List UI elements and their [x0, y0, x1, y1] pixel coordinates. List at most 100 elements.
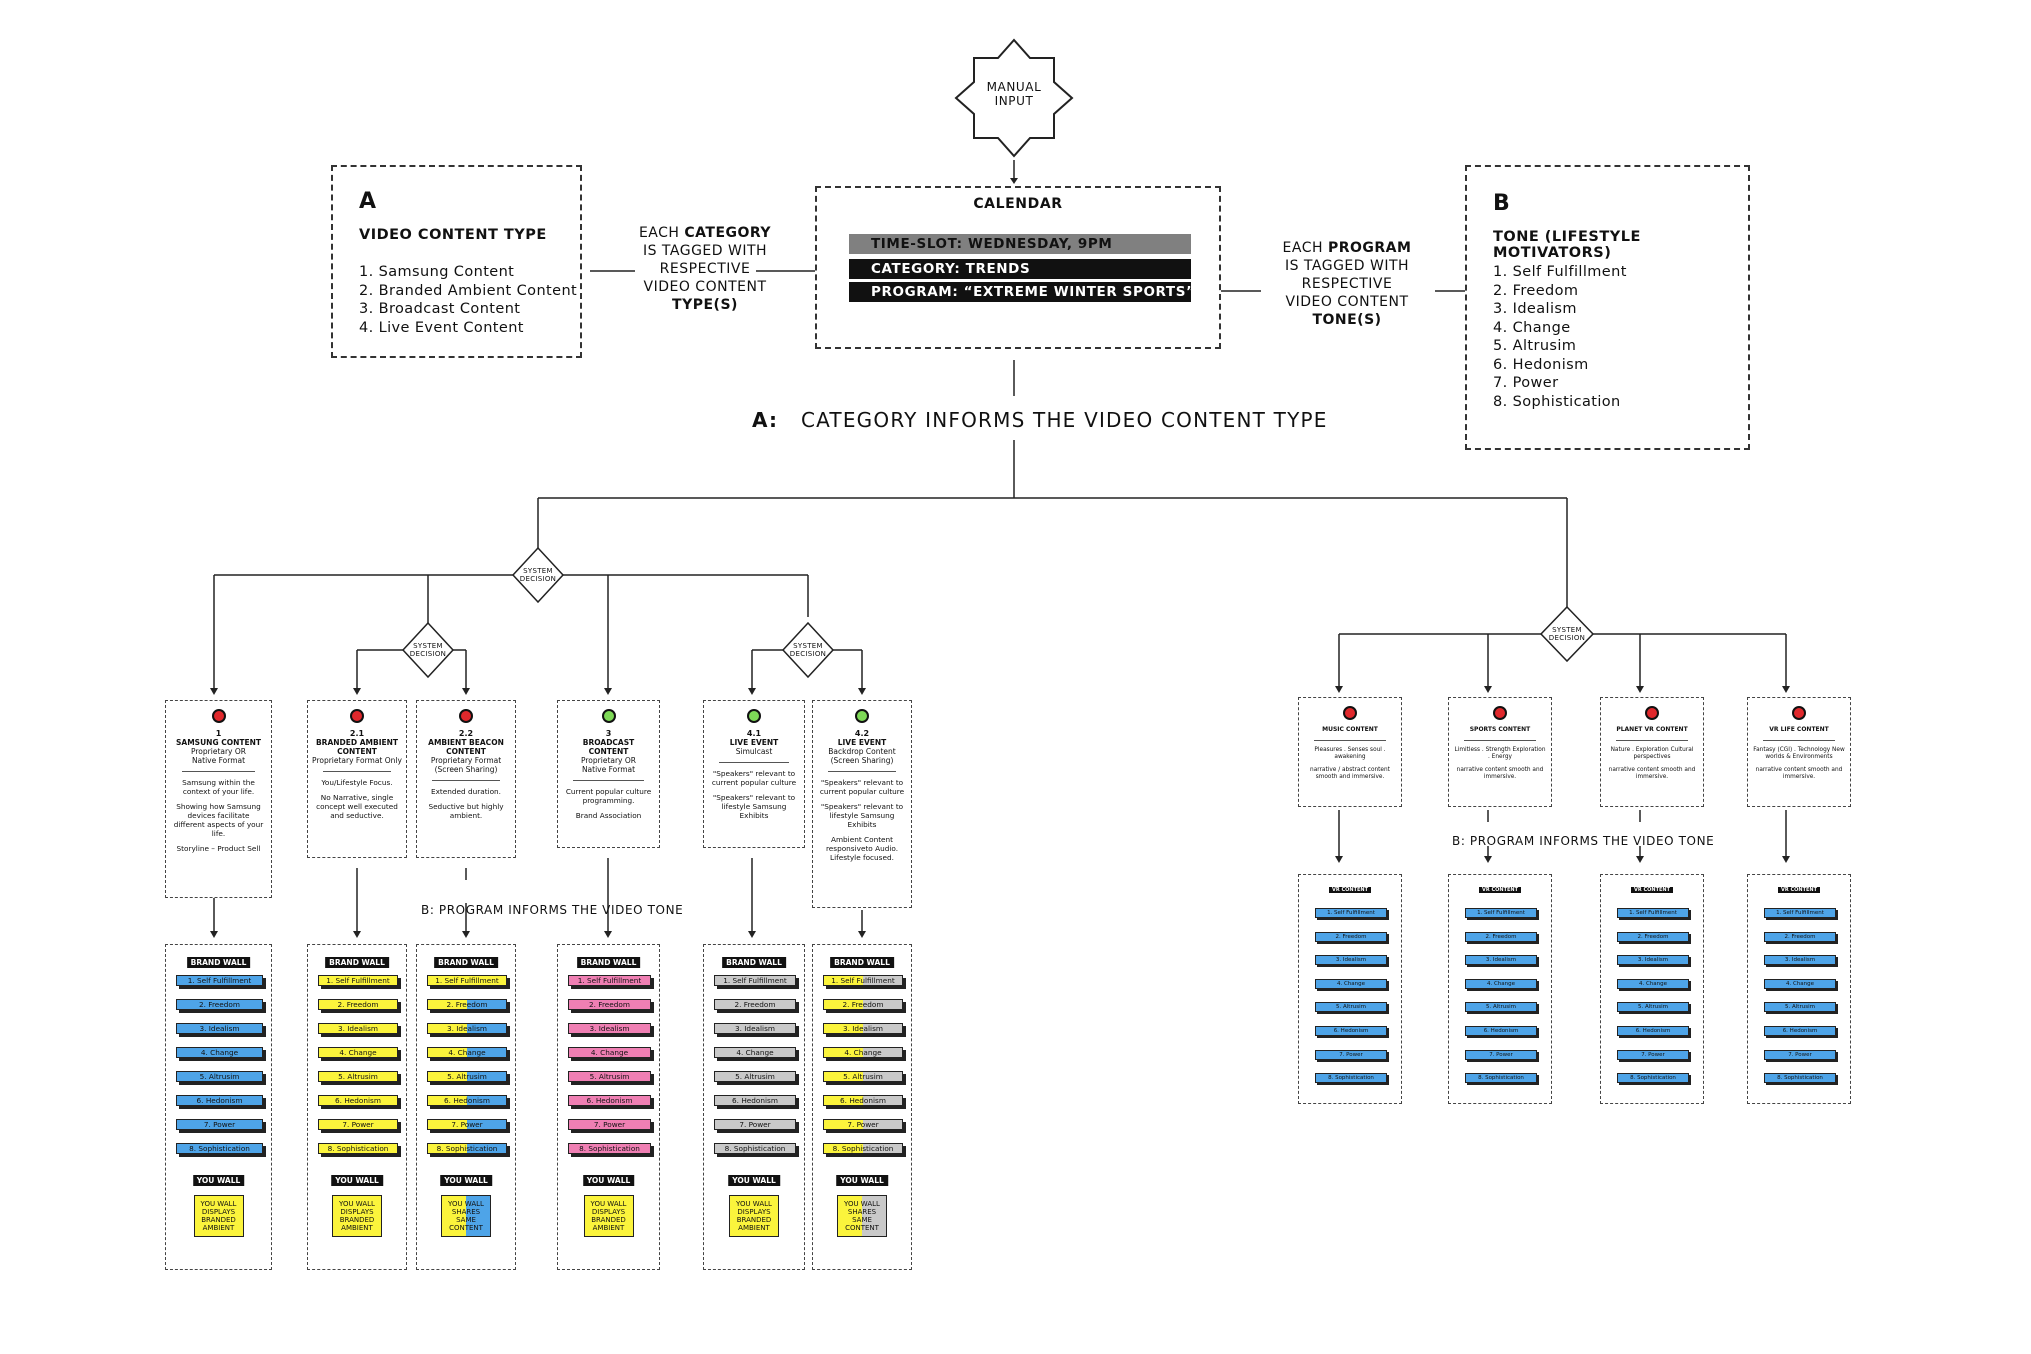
tone-button[interactable]: 2. Freedom	[823, 999, 903, 1010]
column-body-paragraph: Seductive but highly ambient.	[428, 802, 504, 820]
tone-button[interactable]: 5. Altrusim	[568, 1071, 651, 1082]
tone-button[interactable]: 4. Change	[318, 1047, 398, 1058]
tone-button[interactable]: 3. Idealism	[1617, 955, 1689, 966]
tone-button[interactable]: 4. Change	[823, 1047, 903, 1058]
divider	[1464, 740, 1536, 741]
content-type-item: 1. Samsung Content	[359, 264, 515, 280]
tone-button[interactable]: 2. Freedom	[1617, 931, 1689, 942]
tone-button[interactable]: 7. Power	[176, 1119, 263, 1130]
tone-button[interactable]: 2. Freedom	[1315, 931, 1387, 942]
tone-button[interactable]: 7. Power	[568, 1119, 651, 1130]
tone-button[interactable]: 4. Change	[1617, 978, 1689, 989]
tone-button[interactable]: 3. Idealism	[714, 1023, 796, 1034]
tone-button[interactable]: 1. Self Fulfillment	[427, 975, 507, 986]
tone-button[interactable]: 6. Hedonism	[1617, 1026, 1689, 1036]
tone-button[interactable]: 5. Altrusim	[823, 1071, 903, 1082]
tone-button[interactable]: 4. Change	[1764, 978, 1836, 989]
divider	[431, 780, 501, 781]
you-wall-box: YOU WALL DISPLAYS BRANDED AMBIENT	[193, 1195, 244, 1237]
tone-button[interactable]: 8. Sophistication	[714, 1143, 796, 1154]
column-title: PLANET VR CONTENT	[1616, 726, 1688, 733]
tone-button[interactable]: 1. Self Fulfillment	[176, 975, 263, 986]
tone-button[interactable]: 3. Idealism	[1764, 955, 1836, 966]
column-body: Current popular culture programming.Bran…	[558, 787, 659, 820]
tone-button[interactable]: 6. Hedonism	[823, 1095, 903, 1106]
tone-button[interactable]: 6. Hedonism	[318, 1095, 398, 1106]
column-body-paragraph: "Speakers" relevant to current popular c…	[819, 778, 905, 796]
tone-button[interactable]: 1. Self Fulfillment	[714, 975, 796, 986]
tone-button[interactable]: 6. Hedonism	[1764, 1026, 1836, 1036]
column-body: Nature . Exploration Cultural perspectiv…	[1601, 747, 1703, 781]
divider	[181, 771, 256, 772]
tone-button[interactable]: 1. Self Fulfillment	[318, 975, 398, 986]
tone-button[interactable]: 8. Sophistication	[176, 1143, 263, 1154]
tone-button[interactable]: 3. Idealism	[176, 1023, 263, 1034]
tone-button[interactable]: 7. Power	[823, 1119, 903, 1130]
tone-button[interactable]: 2. Freedom	[176, 999, 263, 1010]
column-body-paragraph: Ambient Content responsiveto Audio. Life…	[825, 835, 899, 862]
tone-button[interactable]: 4. Change	[568, 1047, 651, 1058]
tone-button[interactable]: 5. Altrusim	[1465, 1002, 1537, 1013]
tone-button[interactable]: 7. Power	[318, 1119, 398, 1130]
tone-button[interactable]: 7. Power	[714, 1119, 796, 1130]
tone-button[interactable]: 3. Idealism	[1315, 955, 1387, 966]
tone-button[interactable]: 1. Self Fulfillment	[823, 975, 903, 986]
tone-button[interactable]: 1. Self Fulfillment	[568, 975, 651, 986]
tone-button[interactable]: 4. Change	[427, 1047, 507, 1058]
tone-button[interactable]: 2. Freedom	[1465, 931, 1537, 942]
tone-button[interactable]: 7. Power	[1315, 1049, 1387, 1060]
tone-button[interactable]: 5. Altrusim	[714, 1071, 796, 1082]
tone-button[interactable]: 7. Power	[1617, 1049, 1689, 1060]
brand-wall-label: BRAND WALL	[830, 957, 894, 968]
tone-button[interactable]: 8. Sophistication	[427, 1143, 507, 1154]
tone-button[interactable]: 7. Power	[1465, 1049, 1537, 1060]
tone-button[interactable]: 3. Idealism	[318, 1023, 398, 1034]
tone-button[interactable]: 3. Idealism	[823, 1023, 903, 1034]
play-icon	[747, 709, 761, 723]
tone-button[interactable]: 3. Idealism	[568, 1023, 651, 1034]
tone-button[interactable]: 5. Altrusim	[318, 1071, 398, 1082]
tone-button[interactable]: 6. Hedonism	[1465, 1026, 1537, 1036]
tone-button[interactable]: 2. Freedom	[318, 999, 398, 1010]
tone-button[interactable]: 2. Freedom	[1764, 931, 1836, 942]
tone-button[interactable]: 2. Freedom	[714, 999, 796, 1010]
tone-button[interactable]: 3. Idealism	[1465, 955, 1537, 966]
tone-button[interactable]: 5. Altrusim	[1315, 1002, 1387, 1013]
column-number: 1	[215, 729, 222, 738]
tone-button[interactable]: 8. Sophistication	[823, 1143, 903, 1154]
tone-button[interactable]: 4. Change	[1315, 978, 1387, 989]
column-body-paragraph: Showing how Samsung devices facilitate d…	[173, 802, 264, 838]
tone-button[interactable]: 1. Self Fulfillment	[1465, 908, 1537, 918]
tone-button[interactable]: 8. Sophistication	[1617, 1073, 1689, 1084]
tone-button[interactable]: 6. Hedonism	[427, 1095, 507, 1106]
tone-button[interactable]: 6. Hedonism	[1315, 1026, 1387, 1036]
tone-button[interactable]: 5. Altrusim	[427, 1071, 507, 1082]
tone-button[interactable]: 3. Idealism	[427, 1023, 507, 1034]
tone-button[interactable]: 8. Sophistication	[1315, 1073, 1387, 1084]
tone-button[interactable]: 6. Hedonism	[568, 1095, 651, 1106]
tone-button[interactable]: 8. Sophistication	[1764, 1073, 1836, 1084]
tone-button[interactable]: 7. Power	[427, 1119, 507, 1130]
tone-button[interactable]: 5. Altrusim	[1764, 1002, 1836, 1013]
tone-button[interactable]: 8. Sophistication	[1465, 1073, 1537, 1084]
tone-button[interactable]: 4. Change	[1465, 978, 1537, 989]
program-note-l2: IS TAGGED WITH	[1284, 258, 1410, 274]
column-title: BROADCAST CONTENT	[582, 738, 635, 756]
tone-button[interactable]: 1. Self Fulfillment	[1764, 908, 1836, 918]
tone-button[interactable]: 2. Freedom	[568, 999, 651, 1010]
tone-button[interactable]: 5. Altrusim	[176, 1071, 263, 1082]
tone-button[interactable]: 8. Sophistication	[318, 1143, 398, 1154]
tone-button[interactable]: 4. Change	[714, 1047, 796, 1058]
tone-button[interactable]: 7. Power	[1764, 1049, 1836, 1060]
tone-button[interactable]: 1. Self Fulfillment	[1315, 908, 1387, 918]
tone-button[interactable]: 4. Change	[176, 1047, 263, 1058]
tone-button[interactable]: 2. Freedom	[427, 999, 507, 1010]
tone-button[interactable]: 8. Sophistication	[568, 1143, 651, 1154]
tone-button[interactable]: 5. Altrusim	[1617, 1002, 1689, 1013]
tone-button[interactable]: 6. Hedonism	[176, 1095, 263, 1106]
tone-button[interactable]: 6. Hedonism	[714, 1095, 796, 1106]
tone-button[interactable]: 1. Self Fulfillment	[1617, 908, 1689, 918]
column-body-paragraph: narrative content smooth and immersive.	[1608, 767, 1696, 780]
